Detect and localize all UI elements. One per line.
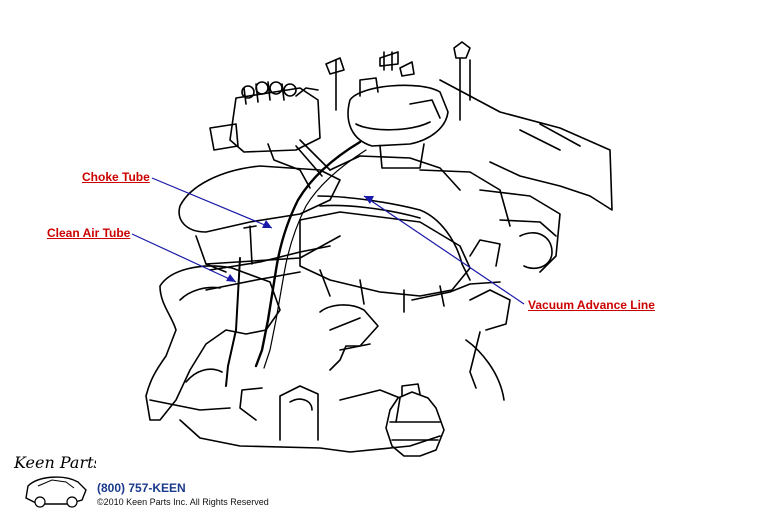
keen-parts-logo: Keen Parts	[8, 450, 102, 512]
choke-tube-link[interactable]: Choke Tube	[82, 170, 150, 184]
vacuum-advance-line-link[interactable]: Vacuum Advance Line	[528, 298, 655, 312]
copyright-notice: ©2010 Keen Parts Inc. All Rights Reserve…	[97, 497, 269, 507]
clean-air-tube-link[interactable]: Clean Air Tube	[47, 226, 131, 240]
svg-text:Keen Parts: Keen Parts	[13, 453, 96, 472]
phone-number: (800) 757-KEEN	[97, 481, 186, 495]
